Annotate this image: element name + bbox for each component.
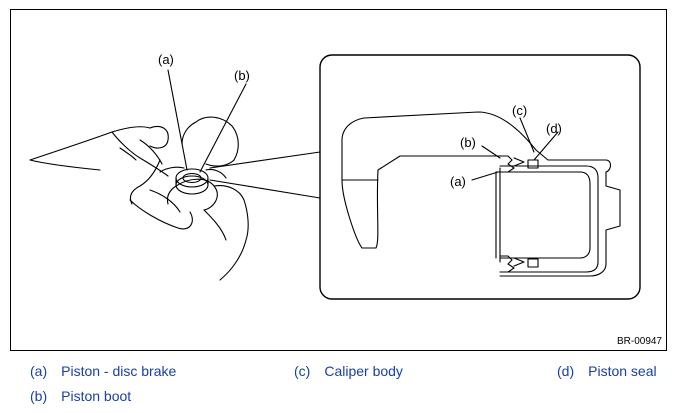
legend-key: (d)	[557, 363, 575, 379]
caliper-body-drawing	[341, 111, 621, 277]
legend-label: Caliper body	[324, 363, 403, 379]
callout-b-hand: (b)	[234, 68, 250, 83]
legend-item-b: (b) Piston boot	[30, 388, 131, 404]
legend-item-d: (d) Piston seal	[557, 363, 657, 379]
callout-c-detail: (c)	[512, 103, 527, 118]
legend-key: (a)	[30, 363, 48, 379]
legend-label: Piston - disc brake	[61, 363, 177, 379]
callout-a-hand: (a)	[158, 52, 174, 67]
callout-a-detail: (a)	[450, 174, 466, 189]
piston-boot-seal-top	[499, 155, 539, 173]
legend-label: Piston seal	[588, 363, 657, 379]
callout-d-detail: (d)	[546, 121, 562, 136]
legend: (a) Piston - disc brake (c) Caliper body (…	[0, 358, 679, 413]
hands-holding-piston-drawing	[29, 116, 249, 281]
legend-key: (b)	[30, 388, 48, 404]
callout-b-detail: (b)	[460, 135, 476, 150]
figure-id: BR-00947	[616, 336, 662, 347]
legend-label: Piston boot	[61, 388, 132, 404]
legend-key: (c)	[294, 363, 311, 379]
figure-frame	[10, 9, 667, 351]
legend-item-a: (a) Piston - disc brake	[30, 363, 176, 379]
legend-item-c: (c) Caliper body	[294, 363, 403, 379]
piston-boot-seal-bottom	[499, 255, 539, 273]
piston-section-drawing	[495, 167, 583, 263]
